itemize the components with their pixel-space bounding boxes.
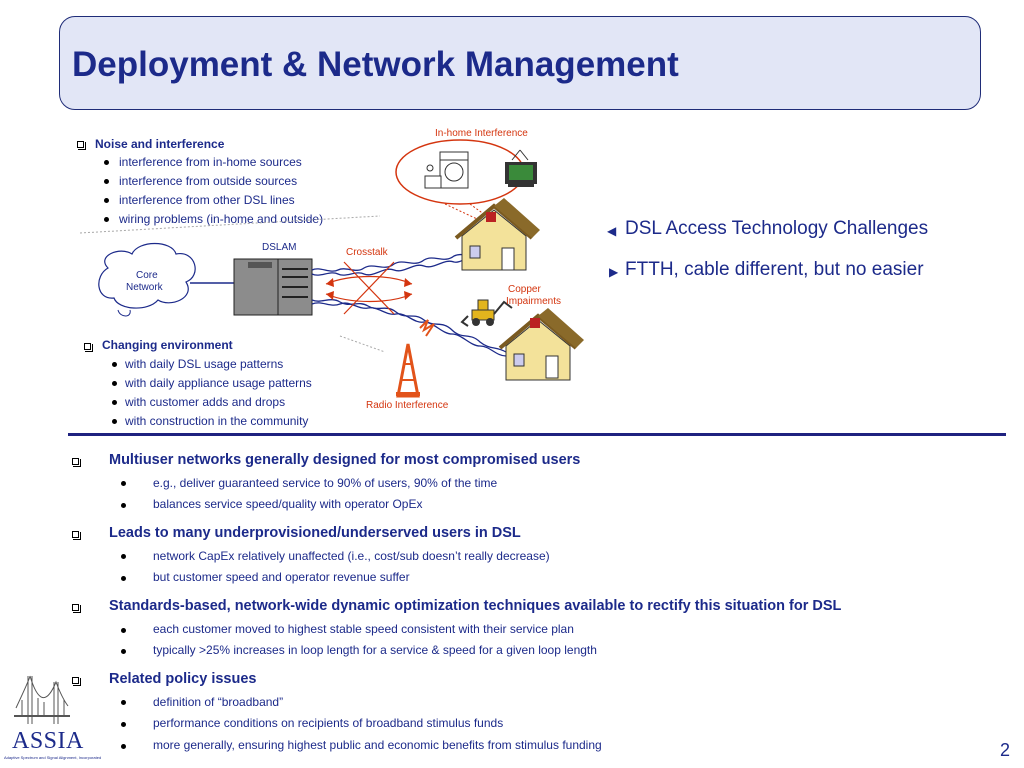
company-logo-text: ASSIA <box>12 728 84 754</box>
noise-heading: Noise and interference <box>95 137 225 151</box>
square-bullet-icon <box>72 458 81 467</box>
dot-bullet-icon <box>121 481 126 486</box>
square-bullet-icon <box>77 141 86 150</box>
changing-item: with daily appliance usage patterns <box>125 376 312 390</box>
twisted-pair-lines <box>311 253 507 357</box>
dot-bullet-icon <box>112 419 117 424</box>
dot-bullet-icon <box>121 628 126 633</box>
square-bullet-icon <box>72 604 81 613</box>
dot-bullet-icon <box>112 400 117 405</box>
core-network-label-line1: Core <box>136 270 158 281</box>
crosstalk-label: Crosstalk <box>346 247 388 258</box>
backhoe-icon <box>460 299 513 327</box>
main-heading: Related policy issues <box>109 671 257 687</box>
house-icon-upper <box>454 198 540 271</box>
page-number: 2 <box>999 740 1010 760</box>
changing-item: with customer adds and drops <box>125 395 286 409</box>
slide-title: Deployment & Network Management <box>72 45 679 84</box>
dot-bullet-icon <box>121 649 126 654</box>
company-tagline: Adaptive Spectrum and Signal Alignment, … <box>4 755 102 760</box>
dot-bullet-icon <box>104 198 109 203</box>
main-item: but customer speed and operator revenue … <box>153 570 410 584</box>
main-item: more generally, ensuring highest public … <box>153 738 602 752</box>
dot-bullet-icon <box>121 576 126 581</box>
copper-label-line2: Impairments <box>506 296 562 307</box>
dot-bullet-icon <box>112 381 117 386</box>
main-item: definition of “broadband” <box>153 695 284 709</box>
main-item: typically >25% increases in loop length … <box>153 643 597 657</box>
core-network-label-line2: Network <box>126 282 163 293</box>
dot-bullet-icon <box>104 179 109 184</box>
left-triangle-icon: ◀ <box>607 224 617 238</box>
radio-interference-label: Radio Interference <box>366 400 449 411</box>
dot-bullet-icon <box>121 722 126 727</box>
changing-item: with construction in the community <box>125 414 309 428</box>
network-diagram <box>79 139 584 398</box>
inhome-interference-label: In-home Interference <box>435 128 528 139</box>
main-heading: Multiuser networks generally designed fo… <box>109 452 581 468</box>
dslam-label: DSLAM <box>262 242 297 253</box>
side-item: DSL Access Technology Challenges <box>625 218 929 239</box>
dot-bullet-icon <box>121 503 126 508</box>
noise-item: interference from outside sources <box>119 174 298 188</box>
dot-bullet-icon <box>104 160 109 165</box>
section-divider <box>68 433 1006 436</box>
noise-item: interference from in-home sources <box>119 155 302 169</box>
appliance-icon <box>424 164 442 189</box>
dot-bullet-icon <box>121 554 126 559</box>
main-item: performance conditions on recipients of … <box>153 716 504 730</box>
washing-machine-icon <box>439 151 469 189</box>
main-item: each customer moved to highest stable sp… <box>153 622 574 636</box>
copper-label-line1: Copper <box>508 284 541 295</box>
bridge-logo-icon <box>14 675 70 724</box>
square-bullet-icon <box>72 677 81 686</box>
core-network-cloud <box>98 242 196 309</box>
crosstalk-arrowheads <box>326 278 412 300</box>
house-icon-lower <box>498 308 584 381</box>
dot-bullet-icon <box>121 700 126 705</box>
radio-tower-icon <box>396 319 435 398</box>
side-item: FTTH, cable different, but no easier <box>625 259 924 280</box>
main-item: network CapEx relatively unaffected (i.e… <box>153 549 550 563</box>
right-triangle-icon: ▶ <box>609 265 619 279</box>
dot-bullet-icon <box>112 362 117 367</box>
dot-bullet-icon <box>104 217 109 222</box>
main-heading: Leads to many underprovisioned/underserv… <box>109 525 521 541</box>
core-network-tail <box>117 309 131 317</box>
dslam-icon <box>233 258 313 316</box>
dot-bullet-icon <box>121 744 126 749</box>
title-box: Deployment & Network Management <box>59 16 981 110</box>
main-heading: Standards-based, network-wide dynamic op… <box>109 598 842 614</box>
changing-heading: Changing environment <box>102 338 233 352</box>
tv-icon <box>505 149 537 187</box>
main-item: balances service speed/quality with oper… <box>153 497 423 511</box>
noise-item: interference from other DSL lines <box>119 193 295 207</box>
changing-item: with daily DSL usage patterns <box>125 357 284 371</box>
square-bullet-icon <box>84 343 93 352</box>
square-bullet-icon <box>72 531 81 540</box>
main-item: e.g., deliver guaranteed service to 90% … <box>153 476 498 490</box>
